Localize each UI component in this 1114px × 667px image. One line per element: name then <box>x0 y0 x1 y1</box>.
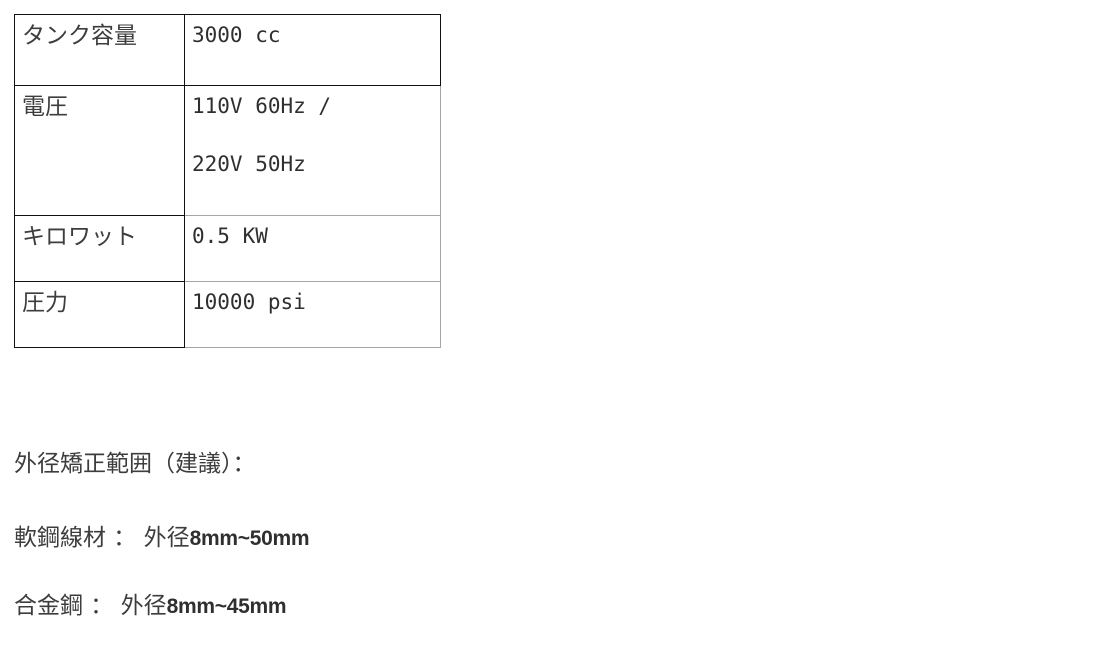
note-mild-steel-label: 軟鋼線材 ： 外径 <box>14 525 190 551</box>
spec-label-voltage: 電圧 <box>14 85 185 216</box>
spec-label-kilowatt: キロワット <box>14 215 185 282</box>
note-alloy-steel: 合金鋼 ： 外径8mm~45mm <box>14 586 287 620</box>
table-row: キロワット 0.5 KW <box>14 215 441 282</box>
note-mild-steel: 軟鋼線材 ： 外径8mm~50mm <box>14 518 310 552</box>
table-row: 圧力 10000 psi <box>14 281 441 348</box>
spec-value-tank-capacity: 3000 cc <box>184 14 441 86</box>
value-line-secondary: 220V 50Hz <box>192 152 306 177</box>
spec-label-pressure: 圧力 <box>14 281 185 348</box>
value-line: 0.5 KW <box>192 224 268 248</box>
value-line: 3000 cc <box>192 23 281 47</box>
specification-table: タンク容量 3000 cc 電圧 110V 60Hz / 220V 50Hz キ… <box>14 14 441 348</box>
note-mild-steel-measure: 8mm~50mm <box>189 527 310 550</box>
spec-value-kilowatt: 0.5 KW <box>184 215 441 282</box>
table-row: タンク容量 3000 cc <box>14 14 441 86</box>
value-line: 110V 60Hz / <box>192 94 332 118</box>
table-row: 電圧 110V 60Hz / 220V 50Hz <box>14 85 441 216</box>
value-line: 10000 psi <box>192 290 306 314</box>
spec-value-voltage: 110V 60Hz / 220V 50Hz <box>184 85 441 216</box>
spec-value-pressure: 10000 psi <box>184 281 441 348</box>
note-alloy-steel-label: 合金鋼 ： 外径 <box>14 593 167 619</box>
spec-label-tank-capacity: タンク容量 <box>14 14 185 86</box>
notes-heading: 外径矯正範囲（建議）： <box>14 451 256 477</box>
note-alloy-steel-measure: 8mm~45mm <box>166 595 287 618</box>
